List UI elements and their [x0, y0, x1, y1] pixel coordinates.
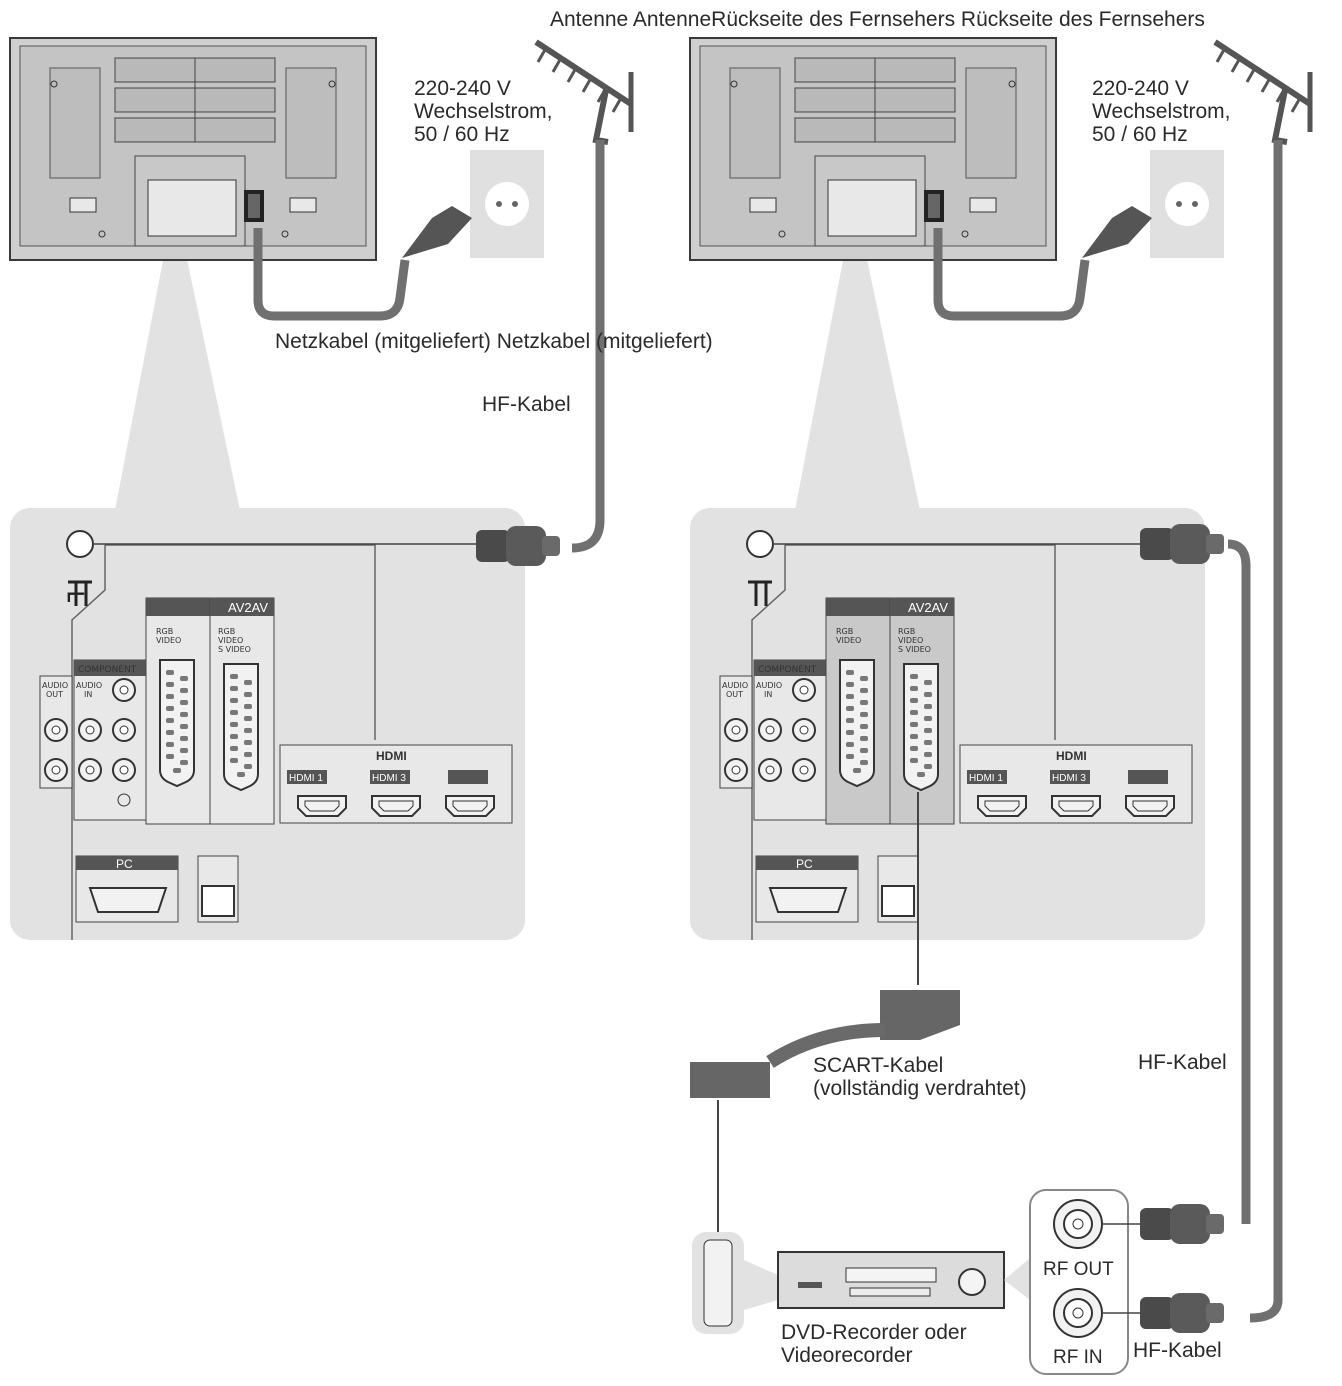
rf-out-label: RF OUT	[1043, 1259, 1114, 1280]
component-label-right: COMPONENT	[758, 665, 817, 675]
antenna-right	[1215, 42, 1310, 142]
svg-text:S VIDEO: S VIDEO	[218, 645, 251, 654]
av2-label-left: AV2AV	[228, 600, 268, 615]
scart-plug-recorder	[690, 1062, 770, 1098]
power-spec-right-2: Wechselstrom,	[1092, 100, 1231, 123]
svg-text:AUDIO: AUDIO	[76, 681, 102, 690]
power-cable-caption: Netzkabel (mitgeliefert) Netzkabel (mitg…	[275, 330, 713, 353]
hdmi1-label-left: HDMI 1	[289, 773, 323, 784]
hf-cable-left	[571, 140, 605, 553]
tv-back-left	[9, 37, 377, 261]
svg-text:RGB: RGB	[156, 627, 173, 636]
scart-cable-label-2: (vollständig verdrahtet)	[813, 1077, 1027, 1100]
svg-text:S VIDEO: S VIDEO	[898, 645, 931, 654]
tv-back-right	[689, 37, 1057, 261]
scart-av2-right	[903, 663, 939, 791]
svg-text:VIDEO: VIDEO	[898, 636, 923, 645]
svg-text:AUDIO: AUDIO	[42, 681, 68, 690]
recorder-label-2: Videorecorder	[781, 1344, 913, 1367]
coax-plug-rf-out	[1140, 1204, 1224, 1244]
svg-text:IN: IN	[84, 690, 92, 699]
component-label-left: COMPONENT	[78, 665, 137, 675]
scart-cable-label-1: SCART-Kabel	[813, 1054, 944, 1077]
hdmi3-label-left: HDMI 3	[372, 773, 406, 784]
svg-text:AUDIO: AUDIO	[722, 681, 748, 690]
scart-av1-left	[159, 659, 195, 787]
hf-cable-label-right-2: HF-Kabel	[1133, 1339, 1222, 1362]
power-spec-right-3: 50 / 60 Hz	[1092, 123, 1188, 146]
hdmi3-label-right: HDMI 3	[1052, 773, 1086, 784]
hdmi1-label-right: HDMI 1	[969, 773, 1003, 784]
hf-cable-label-left: HF-Kabel	[482, 393, 571, 416]
hf-cable-label-right-1: HF-Kabel	[1138, 1051, 1227, 1074]
pc-label-left: PC	[116, 857, 133, 871]
scart-cable	[766, 1023, 886, 1068]
rf-terminal-box	[1029, 1189, 1129, 1375]
hdmi-logo-right: HDMI	[1056, 749, 1087, 763]
power-spec-left-1: 220-240 V	[414, 77, 511, 100]
power-spec-right-1: 220-240 V	[1092, 77, 1189, 100]
power-cable-right	[933, 228, 1090, 321]
svg-text:OUT: OUT	[46, 690, 63, 699]
svg-text:OUT: OUT	[726, 690, 743, 699]
pc-label-right: PC	[796, 857, 813, 871]
recorder-label-1: DVD-Recorder oder	[781, 1321, 967, 1344]
svg-text:VIDEO: VIDEO	[218, 636, 243, 645]
recorder-device	[777, 1251, 1005, 1309]
zoom-beam-right	[795, 250, 920, 510]
header-caption: Antenne AntenneRückseite des Fernsehers …	[550, 8, 1205, 31]
power-outlet-left	[470, 150, 544, 258]
svg-text:VIDEO: VIDEO	[836, 636, 861, 645]
power-plug-left	[402, 206, 472, 258]
svg-text:RGB: RGB	[836, 627, 853, 636]
rf-in-label: RF IN	[1053, 1347, 1103, 1368]
antenna-left	[536, 42, 631, 142]
hf-cable-antenna-recorder	[1249, 140, 1283, 1323]
svg-text:VIDEO: VIDEO	[156, 636, 181, 645]
hdmi-logo-left: HDMI	[376, 749, 407, 763]
power-spec-left-2: Wechselstrom,	[414, 100, 553, 123]
svg-text:RGB: RGB	[218, 627, 235, 636]
power-outlet-right	[1150, 150, 1224, 258]
svg-text:AUDIO: AUDIO	[756, 681, 782, 690]
svg-text:IN: IN	[764, 690, 772, 699]
hf-cable-recorder-tv	[1227, 539, 1251, 1225]
power-spec-left-3: 50 / 60 Hz	[414, 123, 510, 146]
zoom-beam	[115, 250, 240, 510]
svg-text:RGB: RGB	[898, 627, 915, 636]
scart-av2-left	[223, 663, 259, 791]
av2-label-right: AV2AV	[908, 600, 948, 615]
coax-plug-left	[476, 526, 560, 566]
power-plug-right	[1082, 206, 1152, 258]
coax-plug-right	[1140, 524, 1224, 564]
scart-plug-tv	[880, 990, 960, 1040]
coax-plug-rf-in	[1140, 1293, 1224, 1333]
power-cable-left	[253, 228, 410, 321]
